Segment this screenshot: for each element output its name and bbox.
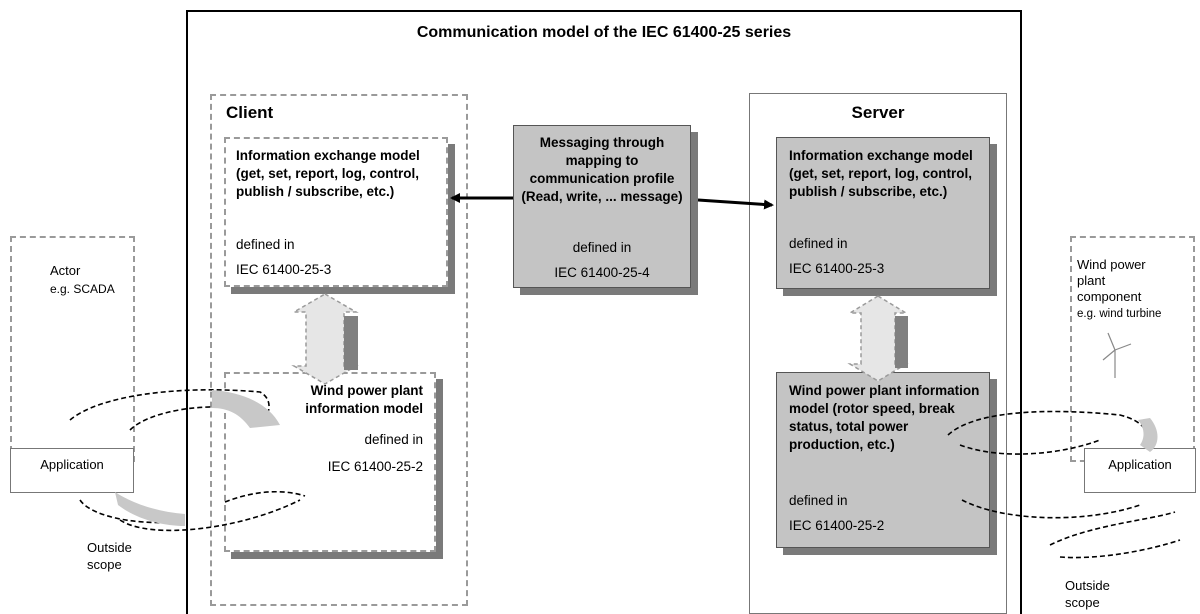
server-info-model-title: Wind power plant information model (roto…: [789, 383, 980, 452]
actor-example: e.g. SCADA: [50, 282, 115, 296]
actor-application-label: Application: [40, 457, 104, 472]
server-info-exchange-title: Information exchange model (get, set, re…: [789, 148, 973, 199]
client-vertical-double-arrow: [291, 293, 359, 385]
server-title: Server: [851, 103, 905, 122]
wind-plant-application-label: Application: [1108, 457, 1172, 472]
client-info-exchange-box: [224, 137, 448, 287]
messaging-defined: defined in: [572, 240, 632, 255]
client-title: Client: [226, 103, 274, 122]
actor-title: Actor: [50, 263, 81, 278]
client-info-model-title: Wind power plant information model: [305, 383, 423, 416]
client-container: [210, 94, 468, 606]
wind-turbine-icon: [1102, 332, 1132, 378]
client-info-exchange-standard: IEC 61400-25-3: [236, 262, 332, 277]
wind-plant-example: e.g. wind turbine: [1077, 308, 1162, 320]
client-info-exchange-title: Information exchange model (get, set, re…: [236, 148, 420, 199]
server-info-exchange-box: [776, 137, 990, 289]
right-connector-fill: [1138, 418, 1158, 452]
server-info-model-defined: defined in: [789, 493, 848, 508]
main-frame: [186, 10, 1022, 614]
wind-plant-outside-scope: Outside scope: [1065, 578, 1110, 610]
client-info-exchange-defined: defined in: [236, 237, 295, 252]
wind-plant-title: Wind power plant component: [1077, 257, 1146, 304]
client-info-model-defined: defined in: [364, 432, 423, 447]
server-info-exchange-standard: IEC 61400-25-3: [789, 261, 885, 276]
messaging-box: [513, 125, 691, 288]
messaging-to-server-arrow: [697, 198, 774, 210]
wind-plant-application-box: [1084, 448, 1196, 493]
server-info-model-box: [776, 372, 990, 548]
server-info-model-standard: IEC 61400-25-2: [789, 518, 885, 533]
left-curved-connector: [69, 389, 306, 532]
left-connector-fill: [212, 390, 280, 428]
server-vertical-double-arrow: [847, 295, 909, 382]
actor-outside-scope: Outside scope: [87, 540, 132, 572]
messaging-title: Messaging through mapping to communicati…: [521, 135, 683, 204]
client-info-model-standard: IEC 61400-25-2: [327, 459, 423, 474]
left-connector-fill-lower: [115, 492, 185, 526]
main-title: Communication model of the IEC 61400-25 …: [416, 24, 792, 41]
actor-application-box: [10, 448, 134, 493]
server-info-exchange-defined: defined in: [789, 236, 848, 251]
messaging-standard: IEC 61400-25-4: [554, 265, 650, 280]
